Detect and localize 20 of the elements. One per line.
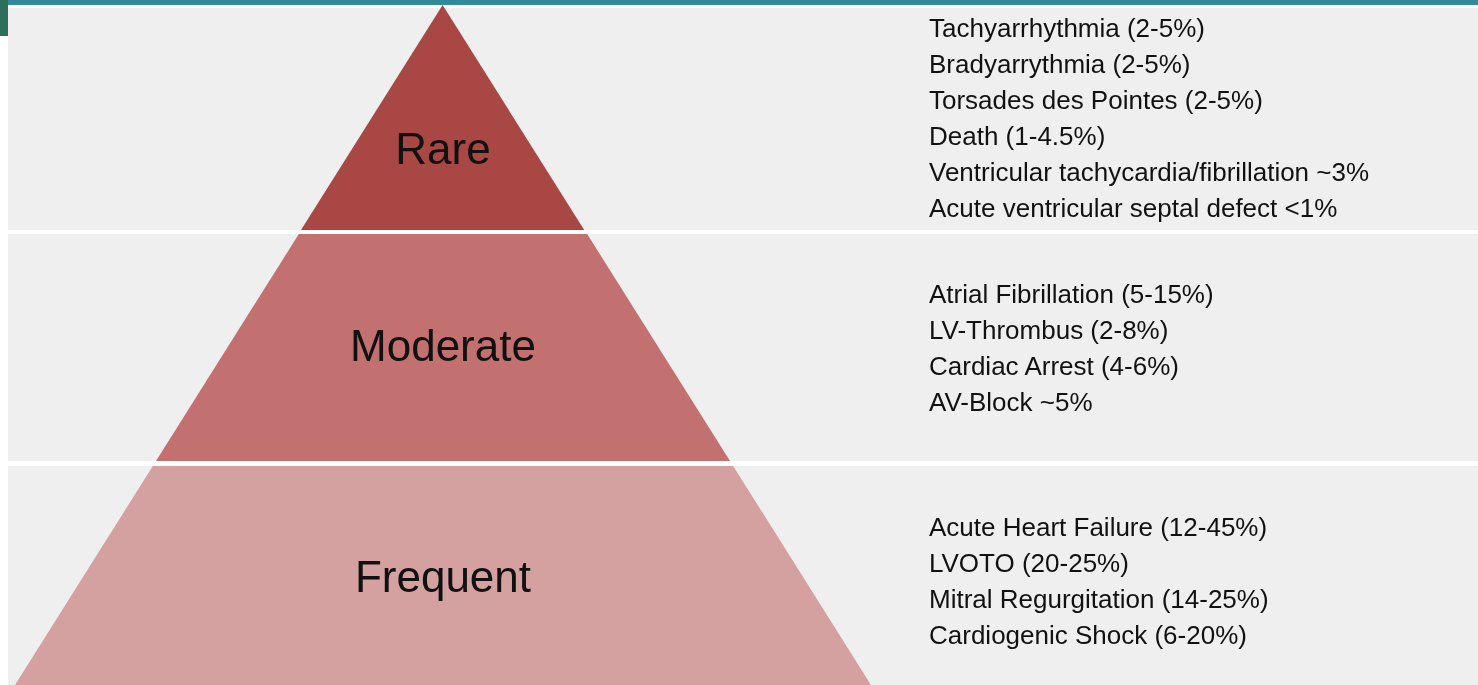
complication-text: LVOTO (20-25%)	[929, 548, 1129, 578]
pyramid-top	[301, 5, 585, 230]
complication-text: Acute ventricular septal defect <1%	[929, 193, 1338, 223]
complication-text: Atrial Fibrillation (5-15%)	[929, 279, 1214, 309]
complication-text: Torsades des Pointes (2-5%)	[929, 85, 1263, 115]
complication-text: Death (1-4.5%)	[929, 121, 1106, 151]
complication-text: Cardiogenic Shock (6-20%)	[929, 620, 1247, 650]
complication-text: Bradyarrythmia (2-5%)	[929, 49, 1191, 79]
complication-text: Cardiac Arrest (4-6%)	[929, 351, 1179, 381]
complication-text: Ventricular tachycardia/fibrillation ~3%	[929, 157, 1370, 187]
complication-text: AV-Block ~5%	[929, 387, 1093, 417]
tier-label: Moderate	[350, 321, 536, 371]
complication-text: Tachyarrhythmia (2-5%)	[929, 13, 1205, 43]
tier-label: Frequent	[354, 552, 532, 602]
complication-text: Acute Heart Failure (12-45%)	[929, 512, 1268, 542]
complication-text: LV-Thrombus (2-8%)	[929, 315, 1169, 345]
pyramid-tier	[156, 234, 730, 461]
complication-text: Mitral Regurgitation (14-25%)	[929, 584, 1269, 614]
pyramid-tier	[15, 466, 871, 685]
tier-label: Rare	[395, 124, 491, 174]
